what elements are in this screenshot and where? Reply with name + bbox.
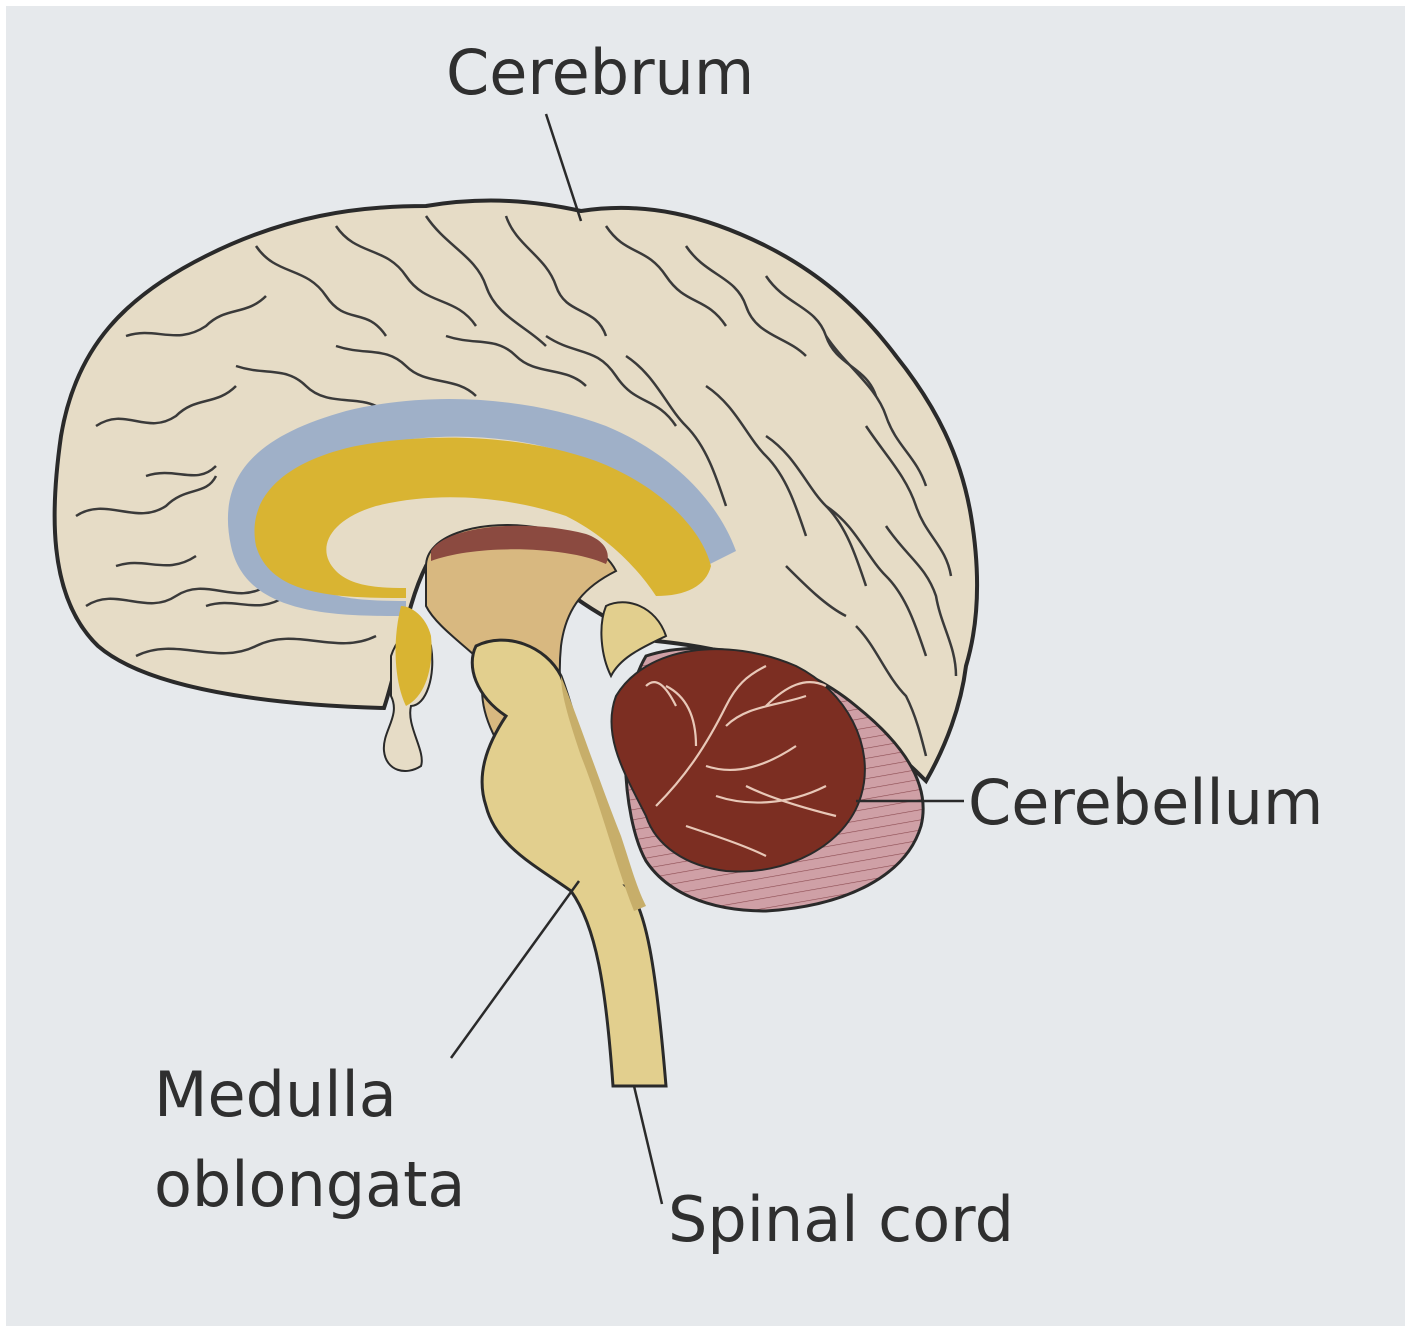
leader-line-spinal-cord bbox=[634, 1086, 662, 1204]
label-medulla-line1: Medulla bbox=[154, 1058, 397, 1131]
label-spinal-cord: Spinal cord bbox=[668, 1183, 1014, 1256]
label-cerebrum: Cerebrum bbox=[446, 36, 754, 109]
label-cerebellum: Cerebellum bbox=[968, 766, 1323, 839]
diagram-page: Cerebrum Cerebellum Medulla oblongata Sp… bbox=[6, 6, 1405, 1326]
label-medulla-line2: oblongata bbox=[154, 1148, 465, 1221]
leader-line-medulla bbox=[451, 881, 579, 1058]
brain-diagram: Cerebrum Cerebellum Medulla oblongata Sp… bbox=[6, 6, 1405, 1326]
